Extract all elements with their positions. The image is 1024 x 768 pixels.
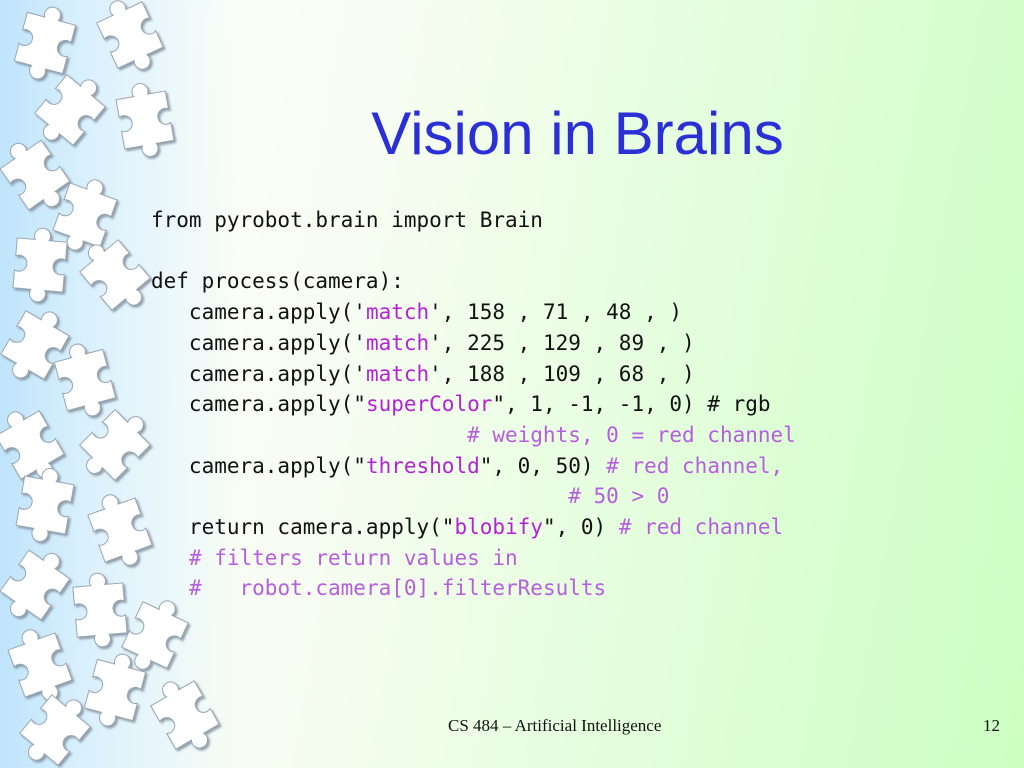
code-text: camera.apply(" (151, 392, 366, 417)
code-text: camera.apply(' (151, 300, 366, 325)
code-comment: # robot.camera[0].filterResults (188, 576, 607, 601)
code-line (151, 236, 796, 267)
code-string: match (365, 300, 430, 325)
puzzle-decoration (0, 0, 240, 768)
code-text: ', 188 , 109 , 68 , ) (429, 361, 695, 386)
code-text: ", 1, -1, -1, 0) # rgb (492, 392, 771, 417)
slide-footer: CS 484 – Artificial Intelligence (448, 716, 662, 735)
page-number: 12 (983, 716, 1000, 735)
slide-title: Vision in Brains (371, 100, 784, 167)
code-string: match (365, 361, 430, 386)
code-line: # weights, 0 = red channel (151, 420, 796, 451)
code-text: ", 0, 50) (479, 453, 607, 478)
code-string: superColor (365, 392, 493, 417)
code-line: # robot.camera[0].filterResults (151, 573, 796, 604)
code-comment: # filters return values in (188, 545, 518, 570)
code-block: from pyrobot.brain import Brain def proc… (151, 205, 796, 604)
code-text: ', 158 , 71 , 48 , ) (429, 300, 683, 325)
code-string: match (365, 330, 430, 355)
code-text (151, 576, 189, 600)
code-line: return camera.apply("blobify", 0) # red … (151, 512, 796, 543)
code-comment: # weights, 0 = red channel (467, 422, 796, 447)
code-text: return camera.apply(" (151, 515, 455, 540)
code-text (151, 423, 467, 447)
code-string: blobify (454, 515, 543, 540)
code-line: # 50 > 0 (151, 481, 796, 512)
code-text (151, 484, 568, 508)
code-comment: # red channel, (606, 453, 784, 478)
code-text: camera.apply(' (151, 330, 366, 355)
code-line: camera.apply('match', 225 , 129 , 89 , ) (151, 328, 796, 359)
code-text: ", 0) (542, 515, 619, 540)
code-comment: # red channel (618, 515, 784, 540)
code-text: camera.apply(' (151, 361, 366, 386)
code-line: camera.apply("superColor", 1, -1, -1, 0)… (151, 389, 796, 420)
code-text: def process(camera): (151, 269, 404, 294)
code-line: camera.apply('match', 188 , 109 , 68 , ) (151, 359, 796, 390)
code-text: ', 225 , 129 , 89 , ) (429, 330, 695, 355)
code-text: camera.apply(" (151, 453, 366, 478)
code-line: camera.apply('match', 158 , 71 , 48 , ) (151, 297, 796, 328)
code-line: def process(camera): (151, 266, 796, 297)
code-line: from pyrobot.brain import Brain (151, 205, 796, 236)
code-text: from pyrobot.brain import Brain (151, 208, 543, 232)
code-string: threshold (365, 453, 480, 478)
code-comment: # 50 > 0 (568, 484, 670, 509)
code-line: camera.apply("threshold", 0, 50) # red c… (151, 451, 796, 482)
code-text (151, 546, 189, 570)
code-line: # filters return values in (151, 543, 796, 574)
